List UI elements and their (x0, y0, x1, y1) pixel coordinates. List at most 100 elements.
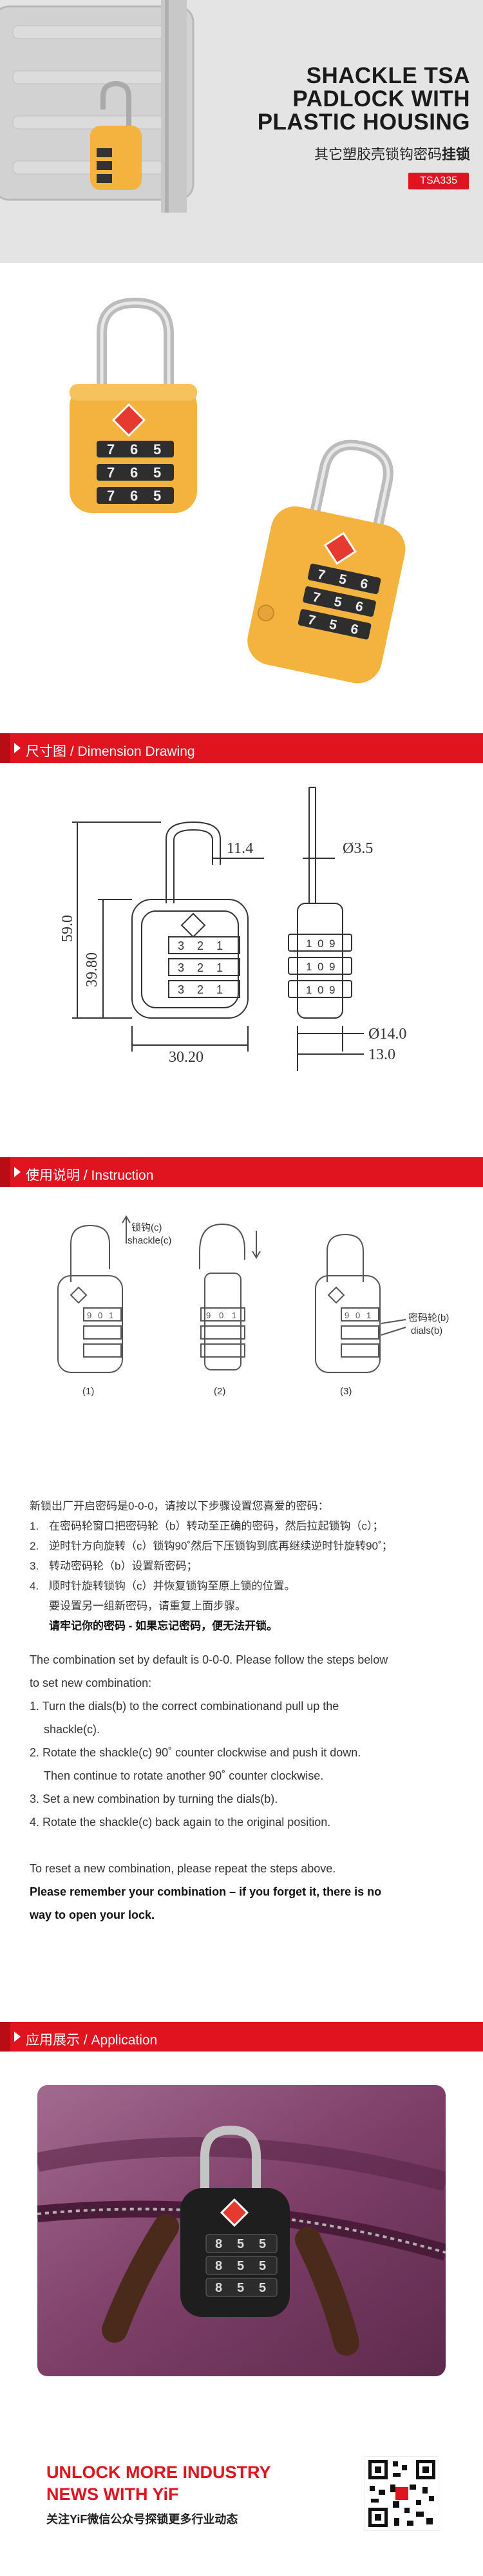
dial-digit: 9 (329, 937, 335, 950)
dial-digit: 2 (197, 983, 204, 996)
instruction-step: 2. 逆时针方向旋转（c）锁钩90˚然后下压锁钩到底再继续逆时针旋转90˚； (30, 1536, 468, 1556)
tilted-lock: 7 5 6 7 5 6 7 5 6 (247, 439, 406, 684)
step-text: 逆时针方向旋转（c）锁钩90˚然后下压锁钩到底再继续逆时针旋转90˚； (49, 1540, 393, 1552)
dial-digit: 9 (206, 1311, 211, 1320)
instruction-reset: To reset a new combination, please repea… (30, 1862, 336, 1875)
dial-digit: 5 (153, 465, 161, 481)
dial-digit: 6 (130, 488, 138, 504)
figure-label: (1) (82, 1386, 94, 1397)
dial-digit: 0 (317, 984, 323, 996)
instruction-step: 3. Set a new combination by turning the … (30, 1793, 278, 1805)
section-bar-instruction: 使用说明 / Instruction (0, 1157, 483, 1187)
dial-digit: 2 (197, 939, 204, 952)
instruction-step: 1.在密码轮窗口把密码轮（b）转动至正确的密码，然后拉起锁钩（c）； (30, 1516, 468, 1536)
dim-shackle-gap: 11.4 (227, 840, 253, 857)
dial-digit: 1 (306, 961, 312, 973)
shackle-label-en: shackle(c) (128, 1235, 171, 1246)
instruction-step: Then continue to rotate another 90˚ coun… (44, 1769, 324, 1782)
instructions-en: The combination set by default is 0-0-0.… (30, 1648, 455, 1927)
hero-banner: SHACKLE TSA PADLOCK WITH PLASTIC HOUSING… (0, 0, 483, 263)
dim-side-depth: 13.0 (368, 1046, 395, 1063)
application-photo: 8 5 5 8 5 5 8 5 5 (37, 2085, 446, 2376)
instruction-intro: to set new combination: (30, 1677, 152, 1689)
dial-digit: 0 (355, 1311, 360, 1320)
dial-digit: 5 (237, 2281, 244, 2295)
dial-digit: 5 (337, 572, 348, 588)
dial-digit: 8 (215, 2259, 222, 2273)
instruction-step: 4. Rotate the shackle(c) back again to t… (30, 1816, 331, 1829)
dial-digit: 9 (87, 1311, 91, 1320)
instruction-figures: 9 0 1 9 0 1 9 0 1 锁钩(c) shackle(c) 密码轮(b… (57, 1215, 449, 1397)
dial-digit: 5 (237, 2259, 244, 2273)
step-number: 4. (30, 1580, 39, 1592)
dial-digit: 7 (307, 612, 317, 628)
dial-digit: 2 (197, 961, 204, 974)
dial-digit: 1 (216, 983, 223, 996)
qr-code[interactable] (365, 2456, 439, 2531)
dial-digit: 6 (130, 441, 138, 457)
section-bar-application: 应用展示 / Application (0, 2022, 483, 2052)
section-title: 使用说明 / Instruction (26, 1168, 154, 1183)
dial-digit: 0 (317, 961, 323, 973)
hero-subtitle: 其它塑胶壳锁钩密码挂锁 (225, 143, 470, 164)
step-number: 1. (30, 1520, 39, 1532)
play-icon (14, 2032, 21, 2042)
footer-subtitle: 关注YiF微信公众号探锁更多行业动态 (46, 2513, 238, 2526)
dial-digit: 1 (306, 984, 312, 996)
dial-digit: 6 (130, 465, 138, 481)
step-number: 2. (30, 1540, 39, 1552)
instruction-step: 3.转动密码轮（b）设置新密码； (30, 1556, 468, 1576)
play-icon (14, 743, 21, 753)
instruction-warning: way to open your lock. (30, 1908, 155, 1921)
dim-shackle-dia: Ø3.5 (343, 840, 373, 857)
instruction-intro: 新锁出厂开启密码是0-0-0，请按以下步骤设置您喜爱的密码： (30, 1500, 329, 1512)
model-badge: TSA335 (408, 173, 469, 189)
dial-digit: 5 (259, 2281, 266, 2295)
dial-digit: 7 (107, 441, 115, 457)
figure-label: (2) (214, 1386, 225, 1397)
dial-digit: 5 (153, 488, 161, 504)
step-text: 转动密码轮（b）设置新密码； (49, 1560, 198, 1572)
dial-digit: 6 (354, 599, 365, 615)
hero-title-line: PLASTIC HOUSING (257, 110, 470, 135)
dial-digit: 5 (259, 2237, 266, 2251)
instruction-step: shackle(c). (44, 1723, 100, 1736)
dial-digit: 3 (178, 961, 184, 974)
instruction-warning: Please remember your combination – if yo… (30, 1885, 382, 1898)
dial-digit: 1 (109, 1311, 113, 1320)
shackle-label-zh: 锁钩(c) (131, 1222, 162, 1233)
bar-accent (0, 2022, 10, 2052)
hero-subtitle-bold: 挂锁 (441, 146, 470, 162)
footer-title: UNLOCK MORE INDUSTRY NEWS WITH YiF (46, 2461, 317, 2505)
front-lock: 7 6 5 7 6 5 7 6 5 (70, 297, 197, 513)
hero-title-line: SHACKLE TSA (306, 63, 470, 88)
dial-digit: 1 (366, 1311, 371, 1320)
section-title: 尺寸图 / Dimension Drawing (26, 744, 195, 759)
hero-subtitle-normal: 其它塑胶壳锁钩密码 (314, 146, 442, 162)
dial-digit: 8 (215, 2281, 222, 2295)
dial-digit: 7 (107, 465, 115, 481)
dial-digit: 1 (306, 937, 312, 950)
dials-label-en: dials(b) (411, 1325, 442, 1336)
dial-digit: 9 (329, 961, 335, 973)
step-text: 顺时针旋转锁钩（c）并恢复锁钩至原上锁的位置。 (49, 1580, 296, 1592)
dial-digit: 7 (107, 488, 115, 504)
section-bar-dimension: 尺寸图 / Dimension Drawing (0, 733, 483, 763)
section-title: 应用展示 / Application (26, 2033, 158, 2048)
footer-title-line: NEWS WITH YiF (46, 2485, 179, 2504)
instructions-zh: 新锁出厂开启密码是0-0-0，请按以下步骤设置您喜爱的密码： 1.在密码轮窗口把… (30, 1496, 468, 1636)
product-photo: 7 6 5 7 6 5 7 6 5 7 5 6 7 5 6 7 5 6 (0, 263, 483, 714)
dial-digit: 9 (345, 1311, 349, 1320)
figure-label: (3) (340, 1386, 352, 1397)
dial-digit: 6 (349, 621, 359, 637)
hero-title-line: PADLOCK WITH (292, 86, 470, 111)
dial-digit: 8 (215, 2237, 222, 2251)
dial-digit: 5 (328, 617, 339, 633)
suitcase-lock-illustration (0, 0, 194, 213)
instruction-warning: 请牢记你的密码 - 如果忘记密码，便无法开锁。 (49, 1620, 278, 1632)
bar-accent (0, 1157, 10, 1187)
instruction-step: 2. Rotate the shackle(c) 90˚ counter clo… (30, 1746, 361, 1759)
instruction-intro: The combination set by default is 0-0-0.… (30, 1653, 388, 1666)
dial-digit: 5 (259, 2259, 266, 2273)
dial-digit: 1 (216, 939, 223, 952)
